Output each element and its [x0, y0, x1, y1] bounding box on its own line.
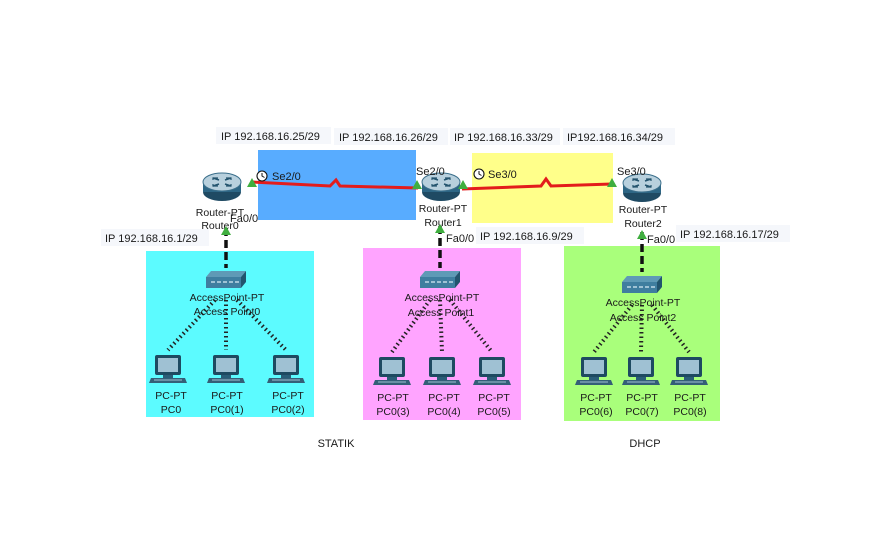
access-point2[interactable]: AccessPoint-PT Access Point2	[606, 275, 681, 324]
pc1-model-label: PC-PT	[211, 390, 243, 402]
pc2[interactable]: PC-PT PC0(2)	[266, 354, 306, 416]
pc4-model-label: PC-PT	[428, 392, 460, 404]
router1-name-label: Router1	[424, 217, 462, 229]
router2-model-label: Router-PT	[619, 204, 668, 216]
access-point-icon	[205, 270, 247, 289]
serial-link-router1-router2[interactable]	[461, 176, 613, 191]
ip-label-router2-fa: IP 192.168.16.17/29	[680, 229, 779, 241]
pc5-model-label: PC-PT	[478, 392, 510, 404]
pc1-name-label: PC0(1)	[210, 404, 243, 416]
port-label-router1-se-left: Se2/0	[416, 166, 445, 178]
pc0-model-label: PC-PT	[155, 390, 187, 402]
pc7-model-label: PC-PT	[626, 392, 658, 404]
pc1[interactable]: PC-PT PC0(1)	[206, 354, 246, 416]
port-label-router1-fa: Fa0/0	[446, 233, 474, 245]
router0[interactable]: Router-PT Router0	[196, 172, 245, 232]
pc8-name-label: PC0(8)	[673, 406, 706, 418]
pc2-name-label: PC0(2)	[271, 404, 304, 416]
ip-label-router1-serial-right: IP 192.168.16.33/29	[454, 132, 553, 144]
port-triangle-icon	[637, 230, 647, 239]
router-icon	[622, 173, 662, 203]
pc8-model-label: PC-PT	[674, 392, 706, 404]
wireless-link-ap2-pc8	[650, 303, 691, 354]
router-icon	[202, 172, 242, 202]
pc5-name-label: PC0(5)	[477, 406, 510, 418]
pc0[interactable]: PC-PT PC0	[148, 354, 188, 416]
port-label-router0-se: Se2/0	[272, 171, 301, 183]
pc2-model-label: PC-PT	[272, 390, 304, 402]
pc8[interactable]: PC-PT PC0(8)	[669, 356, 709, 418]
access-point-icon	[419, 270, 461, 289]
router1[interactable]: Router-PT Router1	[419, 172, 468, 229]
router0-name-label: Router0	[201, 220, 239, 232]
ip-label-router1-serial-left: IP 192.168.16.26/29	[339, 132, 438, 144]
pc3[interactable]: PC-PT PC0(3)	[372, 356, 412, 418]
ip-label-router1-fa: IP 192.168.16.9/29	[480, 231, 573, 243]
port-label-router0-fa: Fa0/0	[230, 213, 258, 225]
ip-label-router0-serial: IP 192.168.16.25/29	[221, 131, 320, 143]
access-point0[interactable]: AccessPoint-PT Access Point0	[190, 270, 265, 318]
pc3-model-label: PC-PT	[377, 392, 409, 404]
pc5[interactable]: PC-PT PC0(5)	[472, 356, 512, 418]
router2-name-label: Router2	[624, 218, 662, 230]
access-point1[interactable]: AccessPoint-PT Access Point1	[405, 270, 480, 319]
pc7[interactable]: PC-PT PC0(7)	[621, 356, 661, 418]
ap0-model-label: AccessPoint-PT	[190, 292, 265, 304]
pc7-name-label: PC0(7)	[625, 406, 658, 418]
port-label-router2-fa: Fa0/0	[647, 234, 675, 246]
port-label-router2-se: Se3/0	[617, 166, 646, 178]
note-dhcp: DHCP	[629, 438, 660, 450]
pc6-name-label: PC0(6)	[579, 406, 612, 418]
router0-model-label: Router-PT	[196, 207, 245, 219]
ap1-model-label: AccessPoint-PT	[405, 292, 480, 304]
pc4-name-label: PC0(4)	[427, 406, 460, 418]
router2[interactable]: Router-PT Router2	[619, 173, 668, 230]
pc3-name-label: PC0(3)	[376, 406, 409, 418]
wireless-link-ap1-pc3	[390, 298, 432, 354]
serial-link-router0-router1[interactable]	[251, 177, 419, 190]
router1-model-label: Router-PT	[419, 203, 468, 215]
ap2-name-label: Access Point2	[610, 312, 677, 324]
port-label-router1-se-right: Se3/0	[488, 169, 517, 181]
note-statik: STATIK	[318, 438, 356, 450]
wireless-link-ap2-pc7	[639, 304, 644, 353]
ip-label-router2-serial: IP192.168.16.34/29	[567, 132, 663, 144]
clock-icon	[473, 168, 485, 180]
wireless-link-ap2-pc6	[592, 303, 634, 354]
pc4[interactable]: PC-PT PC0(4)	[422, 356, 462, 418]
pc6-model-label: PC-PT	[580, 392, 612, 404]
ip-label-router0-fa: IP 192.168.16.1/29	[105, 233, 198, 245]
clock-icon	[256, 170, 268, 182]
ap2-model-label: AccessPoint-PT	[606, 297, 681, 309]
pc0-name-label: PC0	[161, 404, 182, 416]
ap0-name-label: Access Point0	[194, 306, 261, 318]
pc6[interactable]: PC-PT PC0(6)	[574, 356, 614, 418]
ap1-name-label: Access Point1	[408, 307, 475, 319]
access-point-icon	[621, 275, 663, 294]
